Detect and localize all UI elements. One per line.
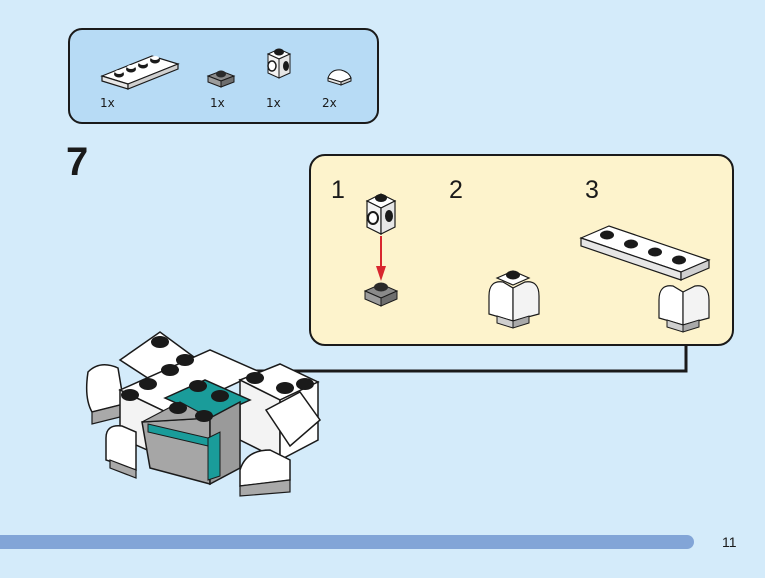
plate-1x4-icon bbox=[100, 55, 180, 90]
substep-1-illustration bbox=[363, 193, 399, 307]
substep-number: 1 bbox=[331, 176, 345, 204]
part-quantity: 2x bbox=[322, 96, 337, 110]
substep-number: 2 bbox=[449, 176, 463, 204]
brick-studs-on-side-icon bbox=[266, 48, 292, 79]
part-quantity: 1x bbox=[100, 96, 115, 110]
substep-box: 1 2 3 bbox=[309, 154, 734, 346]
model-illustration bbox=[85, 331, 322, 497]
plate-1x1-icon bbox=[206, 70, 236, 88]
substep-3-illustration bbox=[579, 225, 711, 333]
parts-list-box: 1x 1x 1x 2x bbox=[68, 28, 379, 124]
round-tile-icon bbox=[327, 69, 352, 86]
substep-number: 3 bbox=[585, 176, 599, 204]
page-number: 11 bbox=[722, 534, 737, 550]
part-quantity: 1x bbox=[266, 96, 281, 110]
footer-bar bbox=[0, 535, 694, 549]
substep-2-illustration bbox=[488, 270, 540, 329]
part-quantity: 1x bbox=[210, 96, 225, 110]
step-number: 7 bbox=[66, 140, 89, 184]
